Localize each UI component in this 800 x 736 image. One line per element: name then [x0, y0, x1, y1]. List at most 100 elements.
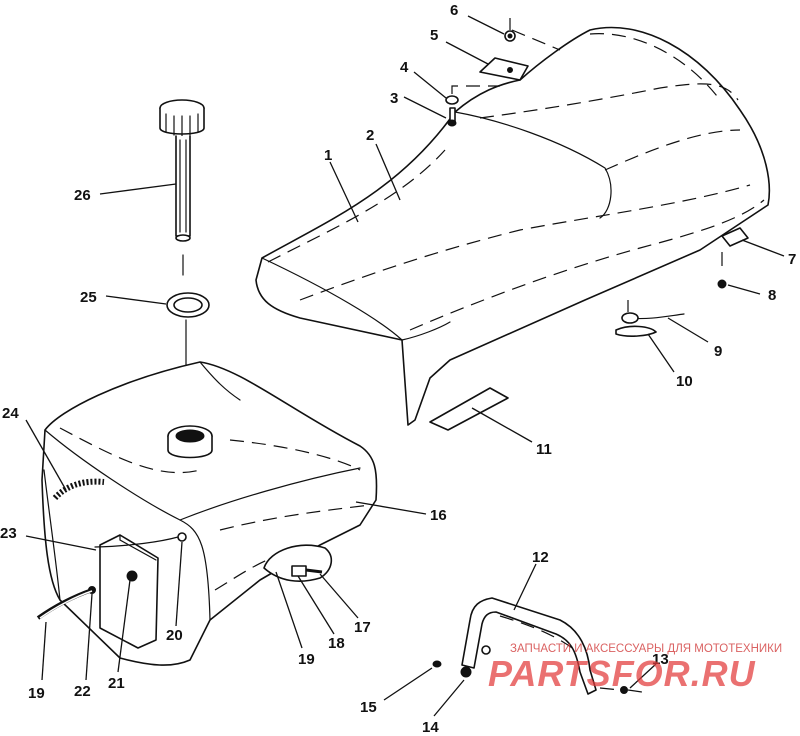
callout-8: 8	[768, 287, 776, 304]
filler-tube	[175, 135, 191, 237]
seat-bracket-hole	[507, 67, 513, 73]
callout-13: 13	[652, 651, 669, 668]
seat-stitch-line-1	[267, 149, 446, 263]
fitting-20	[177, 532, 187, 542]
assembly-line-6	[509, 18, 561, 51]
filler-tube-inner	[179, 139, 187, 233]
strap-nut-13	[620, 686, 628, 694]
seat-hardware	[445, 18, 749, 337]
watermark-tagline: ЗАПЧАСТИ И АКСЕССУАРЫ ДЛЯ МОТОТЕХНИКИ	[510, 643, 782, 655]
callout-4: 4	[400, 59, 409, 76]
assembly-line-13	[599, 687, 643, 693]
vent-hose	[52, 478, 105, 501]
callout-1: 1	[324, 147, 332, 164]
tank-bracket-edge	[119, 534, 157, 561]
callout-26: 26	[74, 187, 91, 204]
leader-6	[467, 15, 505, 35]
fuel-cap-ridges	[165, 113, 199, 137]
fuel-line-left	[36, 588, 93, 620]
nut-6-hole	[507, 33, 513, 39]
tank-strap	[461, 597, 597, 695]
tank-mold-line-3	[219, 504, 371, 531]
leader-18	[297, 575, 335, 635]
fuel-pickup-fitting	[291, 565, 307, 577]
callout-7: 7	[788, 251, 796, 268]
callout-12: 12	[532, 549, 549, 566]
leader-8	[727, 284, 761, 295]
strap-washer-15	[432, 660, 442, 668]
seat-stitch-line-5	[604, 129, 741, 171]
bracket-fastener-21	[126, 570, 138, 582]
seat-stitch-line-6	[589, 33, 721, 101]
seat-body	[255, 26, 771, 426]
seat-stitch-line-4	[479, 83, 739, 119]
fuel-pickup-line	[305, 568, 323, 574]
leader-9	[667, 317, 709, 343]
filler-neck-assembly	[159, 99, 210, 416]
screw-8	[717, 279, 727, 289]
seat-front-corner	[401, 321, 451, 341]
strap-center-line	[499, 615, 576, 651]
leader-11	[471, 407, 533, 443]
leader-23	[25, 535, 97, 551]
fuel-tank-body	[41, 361, 378, 666]
leader-19a	[41, 621, 47, 681]
seat-assembly	[255, 26, 771, 431]
leader-14	[433, 679, 465, 717]
callout-5: 5	[430, 27, 438, 44]
tank-strap-assembly	[432, 597, 643, 695]
strap-bolt-14	[460, 666, 472, 678]
leader-lines	[25, 15, 785, 717]
leader-24	[25, 419, 67, 491]
seat-front-edge	[261, 257, 403, 341]
callout-9: 9	[714, 343, 722, 360]
callout-3: 3	[390, 90, 398, 107]
latch-clip	[615, 325, 657, 337]
tank-top-right-edge	[179, 467, 361, 521]
leader-21	[117, 579, 131, 673]
watermark: ЗАПЧАСТИ И АКСЕССУАРЫ ДЛЯ МОТОТЕХНИКИ PA…	[488, 643, 782, 694]
seat-bracket	[479, 57, 529, 81]
tank-rear-top-edge	[199, 361, 241, 401]
strap-clip	[481, 645, 491, 655]
vent-line-23	[94, 536, 179, 548]
callout-11: 11	[536, 441, 552, 458]
leader-1	[329, 161, 359, 223]
seat-stitch-line-3	[409, 199, 765, 331]
leader-4	[413, 71, 447, 99]
leader-3	[403, 96, 447, 119]
callout-18: 18	[328, 635, 345, 652]
callout-2: 2	[366, 127, 374, 144]
leader-2	[375, 143, 401, 201]
tank-mold-line-1	[59, 427, 201, 474]
callout-25: 25	[80, 289, 97, 306]
rear-clip	[721, 227, 749, 247]
callout-6: 6	[450, 2, 458, 19]
callout-17: 17	[354, 619, 371, 636]
watermark-brand: PARTSFOR.RU	[488, 653, 756, 694]
tank-filler-hole	[175, 429, 205, 443]
filler-gasket-inner	[173, 297, 203, 313]
leader-19b	[275, 571, 303, 649]
seat-base-plate	[429, 387, 509, 431]
callout-16: 16	[430, 507, 447, 524]
washer-4	[445, 95, 459, 105]
leader-17	[319, 573, 359, 619]
fuel-line-left-highlight	[39, 590, 93, 619]
leader-12	[513, 563, 537, 611]
tank-side-edge	[43, 469, 61, 601]
callout-15: 15	[360, 699, 377, 716]
leader-5	[445, 41, 489, 65]
callout-24: 24	[2, 405, 19, 422]
seat-stitch-line-2	[299, 184, 751, 301]
leader-15	[383, 667, 433, 701]
callout-19-left: 19	[28, 685, 45, 702]
callout-22: 22	[74, 683, 91, 700]
bolt-3-head	[447, 119, 457, 127]
leader-22	[85, 593, 93, 681]
leader-10	[647, 333, 675, 373]
leader-13	[629, 663, 657, 689]
leader-20	[175, 541, 183, 627]
